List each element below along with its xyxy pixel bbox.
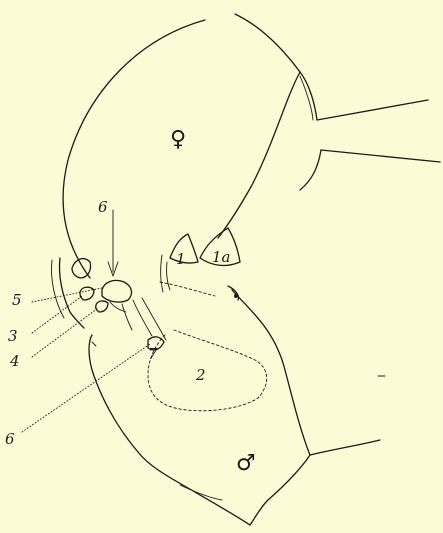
label-2: 2: [195, 366, 206, 384]
female-body-outline: [63, 14, 440, 278]
female-symbol: ♀: [170, 127, 186, 152]
leader-lines: [22, 210, 150, 432]
label-3: 3: [8, 327, 18, 345]
label-4: 4: [9, 352, 20, 370]
label-1: 1: [176, 250, 186, 268]
label-6-top: 6: [98, 198, 108, 216]
label-6-left: 6: [5, 430, 15, 448]
male-symbol: ♂: [236, 451, 256, 476]
label-1a: 1a: [212, 248, 231, 266]
label-7: 7: [148, 345, 158, 363]
genital-structures: [52, 228, 267, 411]
label-5: 5: [12, 291, 22, 309]
male-body-outline: [89, 290, 385, 525]
